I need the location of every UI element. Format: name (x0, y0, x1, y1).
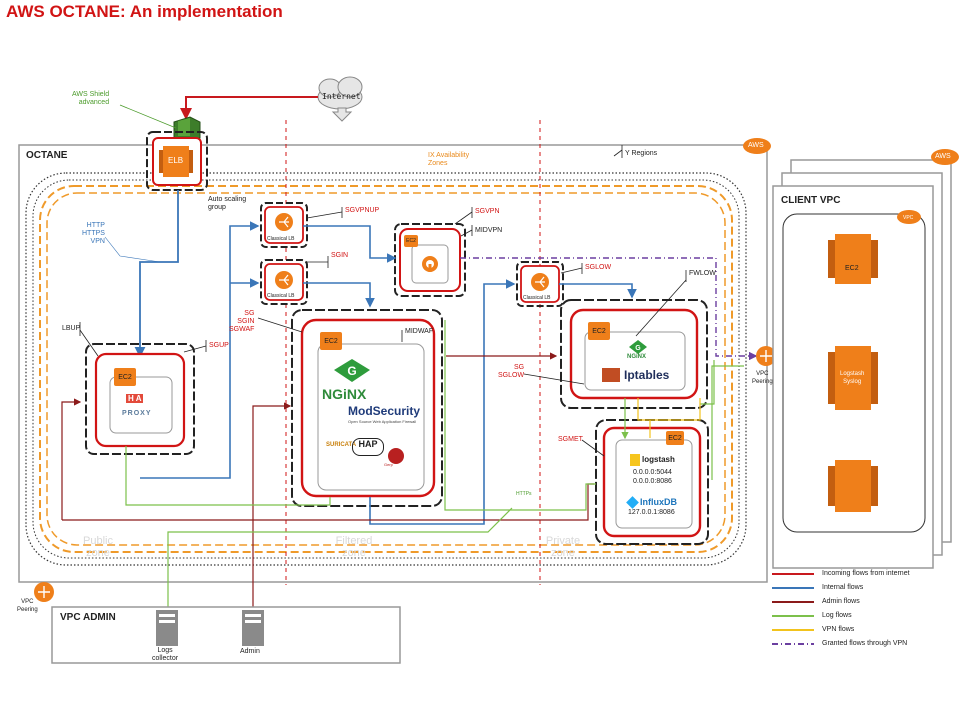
legend-vpn: VPN flows (822, 626, 855, 633)
logstash-addr-1: 0.0.0.0:5044 (633, 469, 672, 476)
vpc-badge-label: VPC (903, 215, 914, 221)
filtered-zone-label: Filtered zone (335, 535, 373, 559)
client-logstash-label: Logstash Syslog (840, 371, 865, 385)
client-ec2-icon-3 (828, 460, 878, 512)
availability-zone-boundary (39, 185, 733, 553)
iptables-label: Iptables (624, 368, 670, 382)
midwaf-label: MIDWAF (405, 328, 434, 335)
vpc-admin-title: VPC ADMIN (60, 612, 116, 623)
nginx-g-icon: G (330, 358, 374, 384)
sg-sgin-sgwaf-label: SG SGIN SGWAF (229, 310, 255, 333)
legend-incoming: Incoming flows from internet (822, 570, 910, 577)
load-balancer-icon-2 (275, 271, 293, 289)
regions-label: Y Regions (625, 150, 658, 157)
suricata-label: SURICATA (326, 442, 357, 448)
hap-logo: HAP (352, 438, 384, 456)
sgup-label: SGUP (209, 342, 229, 349)
auto-scaling-label: Auto scaling group (208, 196, 247, 211)
logstash-addr-2: 0.0.0.0:8086 (633, 478, 672, 485)
ec2-tag-vpn: EC2 (404, 235, 418, 247)
haproxy-proxy-text: PROXY (122, 410, 152, 417)
logstash-label: logstash (642, 455, 675, 464)
ec2-tag-firewall: EC2 (588, 322, 610, 340)
logs-collector-label: Logs collector (152, 647, 179, 662)
vpc-peering-right-label: VPC Peering (752, 371, 773, 385)
client-ec2-label: EC2 (845, 265, 859, 272)
client-logstash-icon (828, 346, 878, 410)
ec2-tag-haproxy: EC2 (114, 368, 136, 386)
sglow-label: SGLOW (585, 264, 612, 271)
internet-label: Internet (322, 92, 361, 101)
sgvpnup-label: SGVPNUP (345, 207, 380, 214)
classical-lb-2-label: Classical LB (267, 293, 295, 299)
classical-lb-1-label: Classical LB (267, 236, 295, 242)
vpc-badge-icon (897, 210, 921, 224)
vpc-admin-box (51, 606, 401, 664)
fw-nginx-g-icon: G (628, 340, 648, 354)
legend-granted: Granted flows through VPN (822, 640, 908, 647)
aws-badge-octane: AWS (748, 142, 764, 149)
fwlow-label: FWLOW (689, 270, 716, 277)
haproxy-ha: H A (126, 394, 144, 403)
admin-server-icon (242, 610, 264, 646)
https-label: HTTPs (516, 491, 532, 497)
load-balancer-icon-1 (275, 213, 293, 231)
octane-title: OCTANE (26, 150, 68, 161)
logstash-icon (630, 454, 640, 466)
midvpn-label: MIDVPN (475, 227, 503, 234)
admin-label: Admin (240, 648, 260, 655)
aws-cloud-icon-octane (743, 138, 771, 154)
logs-collector-server-icon (156, 610, 178, 646)
sgin-label: SGIN (331, 252, 349, 259)
openvpn-icon (422, 256, 438, 272)
legend-admin: Admin flows (822, 598, 860, 605)
svg-text:G: G (347, 364, 356, 378)
lbup-label: LBUP (62, 325, 81, 332)
vpc-peering-left-label: VPC Peering (17, 599, 38, 613)
elb-label: ELB (168, 156, 184, 165)
modsecurity-label: ModSecurity (348, 404, 421, 418)
private-zone-label: Private zone (545, 535, 581, 559)
fw-nginx-label: NGiNX (627, 354, 647, 360)
availability-zones-label: IX Availability Zones (428, 152, 470, 167)
legend-internal: Internal flows (822, 584, 864, 591)
aws-shield-icon (173, 116, 201, 139)
load-balancer-icon-3 (531, 273, 549, 291)
influxdb-addr: 127.0.0.1:8086 (628, 509, 675, 516)
aws-cloud-icon-client (931, 149, 959, 165)
modsecurity-subtitle: Open Source Web Application Firewall (348, 419, 417, 424)
iptables-brick-icon (602, 368, 620, 382)
elb-icon (159, 146, 193, 177)
sg-sglow-label: SG SGLOW (498, 364, 525, 379)
waf-nginx-label: NGiNX (322, 386, 367, 402)
haproxy-logo: H A (126, 394, 144, 403)
ec2-tag-waf: EC2 (320, 332, 342, 350)
evil-label: Gerp (384, 462, 393, 467)
ec2-tag-metrics: EC2 (666, 431, 684, 445)
legend-log: Log flows (822, 612, 852, 619)
client-vpc-title: CLIENT VPC (781, 195, 841, 206)
sgmet-label: SGMET (558, 436, 583, 443)
aws-shield-label: AWS Shield advanced (72, 91, 110, 106)
sgvpn-label: SGVPN (475, 208, 500, 215)
diagram-title: AWS OCTANE: An implementation (6, 2, 283, 21)
vpc-peering-icon-right (756, 346, 776, 366)
protocols-label: HTTP HTTPS VPN (82, 222, 105, 245)
svg-text:G: G (635, 345, 641, 352)
influxdb-label: InfluxDB (640, 497, 677, 507)
classical-lb-3-label: Classical LB (523, 295, 551, 301)
aws-badge-client: AWS (935, 153, 951, 160)
regions-boundary (25, 172, 747, 566)
evil-icon (388, 448, 404, 464)
client-ec2-icon-1 (828, 234, 878, 284)
vpc-peering-icon-left (34, 582, 54, 602)
public-zone-label: Public zone (83, 535, 113, 559)
